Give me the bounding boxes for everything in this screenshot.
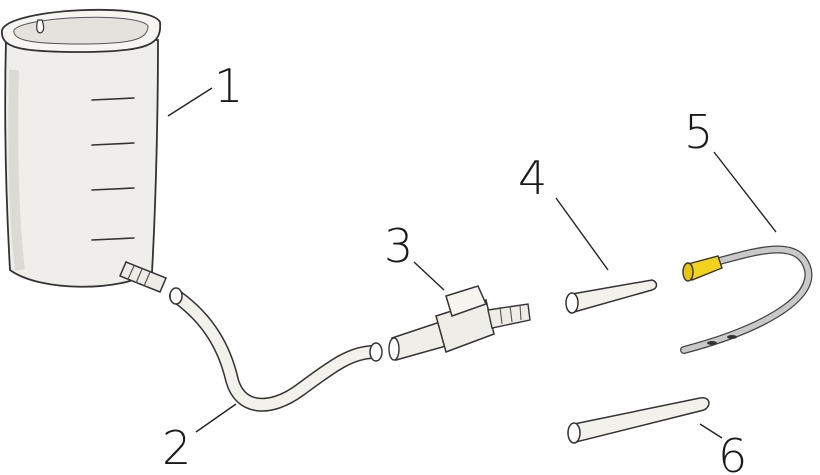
catheter-part-5 <box>680 245 813 354</box>
valve-part-3 <box>388 285 531 361</box>
nozzle-part-6 <box>567 397 710 444</box>
leader-lines <box>167 87 777 439</box>
label-part-2: 2 <box>162 421 191 475</box>
container-part-1 <box>1 8 167 293</box>
nozzle-part-4 <box>565 279 658 314</box>
container-spout <box>119 261 167 293</box>
measurement-marks <box>91 97 135 241</box>
tube-part-2 <box>169 287 383 412</box>
label-part-3: 3 <box>384 219 413 273</box>
label-part-1: 1 <box>214 59 243 113</box>
label-part-4: 4 <box>518 151 547 205</box>
label-part-5: 5 <box>684 105 713 159</box>
label-part-6: 6 <box>718 429 747 475</box>
